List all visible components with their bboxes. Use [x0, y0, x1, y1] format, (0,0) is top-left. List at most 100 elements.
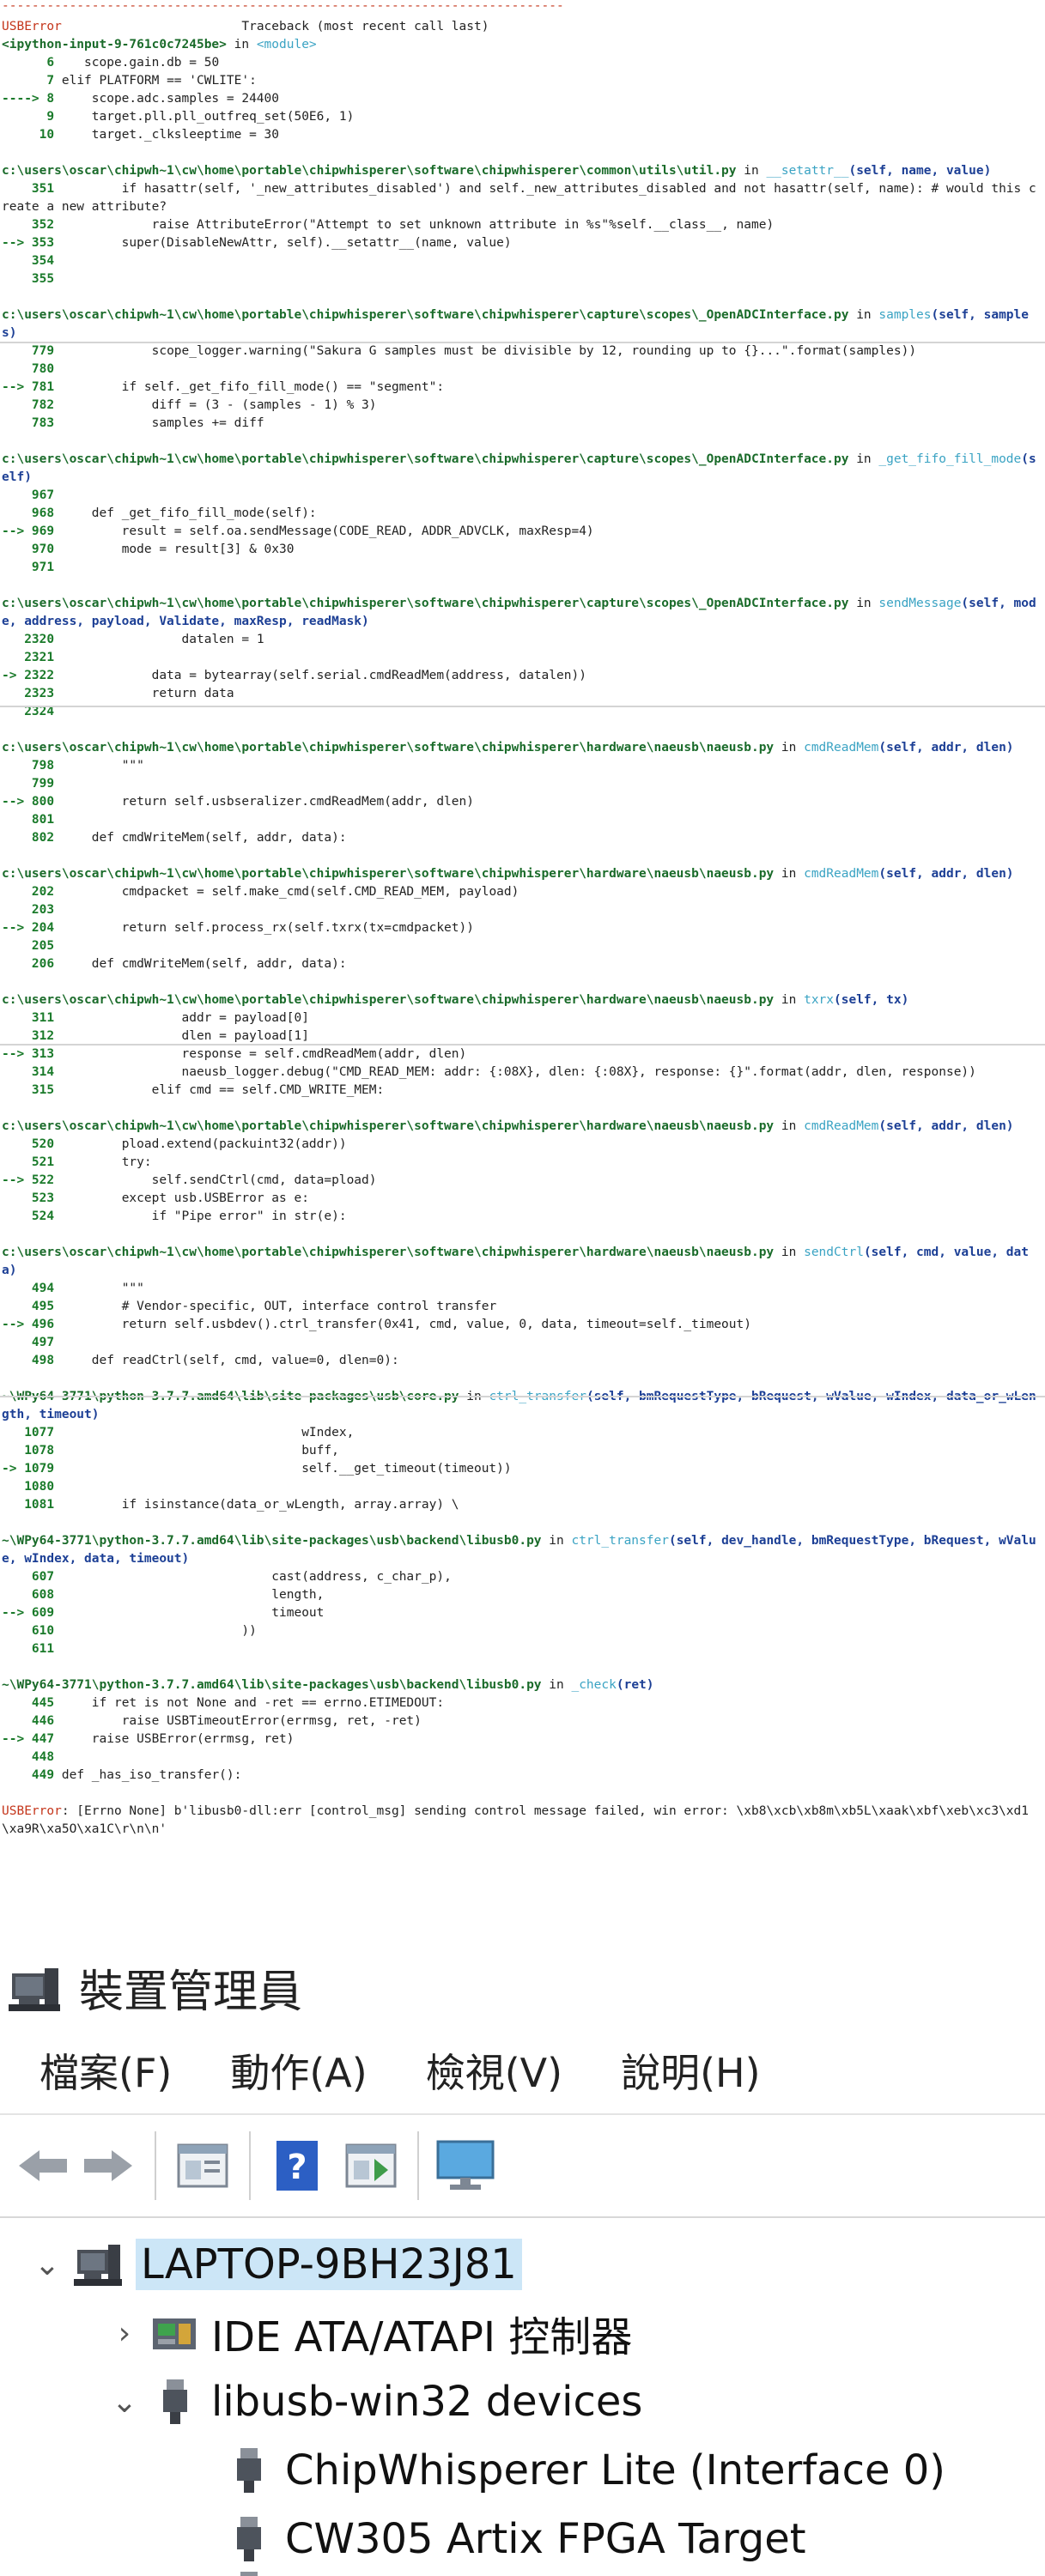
- line-number: 608: [2, 1588, 55, 1602]
- in-keyword: in: [774, 993, 805, 1007]
- code-text: scope.adc.samples = 24400: [54, 92, 280, 106]
- properties-icon[interactable]: [172, 2136, 234, 2196]
- frame-location: c:\users\oscar\chipwh~1\cw\home\portable…: [0, 1244, 1045, 1280]
- error-name: USBError: [2, 20, 62, 33]
- menu-view[interactable]: 檢視(V): [425, 2050, 563, 2096]
- line-number: 312: [2, 1029, 55, 1043]
- code-line: 798 """: [0, 757, 1045, 775]
- toolbar-separator: [155, 2131, 156, 2200]
- window-title: 裝置管理員: [79, 1966, 303, 2018]
- menu-action[interactable]: 動作(A): [230, 2050, 368, 2096]
- blank-line: [0, 1785, 1045, 1803]
- code-text: buff,: [54, 1444, 339, 1458]
- tree-item-ide-controllers[interactable]: › IDE ATA/ATAPI 控制器: [103, 2300, 633, 2366]
- code-line: 10 target._clksleeptime = 30: [0, 126, 1045, 144]
- code-line: -> 2322 data = bytearray(self.serial.cmd…: [0, 667, 1045, 685]
- code-line: 351 if hasattr(self, '_new_attributes_di…: [0, 180, 1045, 216]
- traceback-output: ----------------------------------------…: [0, 0, 1045, 1836]
- tree-device-partial: [232, 2568, 266, 2576]
- update-driver-icon[interactable]: [340, 2136, 402, 2196]
- line-number: 2320: [2, 633, 55, 646]
- code-text: length,: [54, 1588, 325, 1602]
- code-line: 783 samples += diff: [0, 415, 1045, 433]
- device-label: ChipWhisperer Lite (Interface 0): [285, 2446, 946, 2494]
- frame-function: ctrl_transfer: [571, 1534, 669, 1548]
- frame-function: sendMessage: [878, 597, 962, 610]
- frame-function: cmdReadMem: [804, 867, 879, 881]
- blank-line: [0, 721, 1045, 739]
- line-number: 520: [2, 1137, 55, 1151]
- header-gap: [62, 20, 242, 33]
- tree-device-chipwhisperer-lite[interactable]: ChipWhisperer Lite (Interface 0): [232, 2438, 945, 2503]
- device-manager-icon: [9, 1968, 60, 2011]
- tree-device-cw305-target[interactable]: CW305 Artix FPGA Target: [232, 2506, 806, 2572]
- code-line: 970 mode = result[3] & 0x30: [0, 541, 1045, 559]
- frame-location: c:\users\oscar\chipwh~1\cw\home\portable…: [0, 451, 1045, 487]
- frame-args: (self, samples): [2, 308, 1029, 340]
- line-number: 354: [2, 254, 55, 268]
- code-text: return self.usbdev().ctrl_transfer(0x41,…: [54, 1318, 751, 1331]
- code-text: target.pll.pll_outfreq_set(50E6, 1): [54, 110, 355, 124]
- frame-args: (self, bmRequestType, bRequest, wValue, …: [2, 1390, 1036, 1421]
- code-text: super(DisableNewAttr, self).__setattr__(…: [54, 236, 512, 250]
- code-text: data = bytearray(self.serial.cmdReadMem(…: [54, 669, 586, 682]
- in-keyword: in: [774, 741, 805, 755]
- ide-controller-icon: [153, 2318, 196, 2349]
- chevron-down-icon[interactable]: ⌄: [33, 2246, 61, 2282]
- code-text: return self.process_rx(self.txrx(tx=cmdp…: [54, 921, 474, 935]
- code-line: 498 def readCtrl(self, cmd, value=0, dle…: [0, 1352, 1045, 1370]
- code-line: 971: [0, 559, 1045, 577]
- blank-line: [0, 1658, 1045, 1676]
- menu-bar: 檔案(F) 動作(A) 檢視(V) 說明(H): [0, 2027, 1045, 2113]
- code-line: 799: [0, 775, 1045, 793]
- frame-file: c:\users\oscar\chipwh~1\cw\home\portable…: [2, 452, 849, 466]
- line-number: 315: [2, 1083, 55, 1097]
- menu-help[interactable]: 說明(H): [621, 2050, 761, 2096]
- frame-file: ~\WPy64-3771\python-3.7.7.amd64\lib\site…: [2, 1678, 542, 1692]
- line-number: 1077: [2, 1426, 55, 1440]
- code-line: 314 naeusb_logger.debug("CMD_READ_MEM: a…: [0, 1064, 1045, 1082]
- line-number: 6: [2, 56, 55, 70]
- code-line: --> 313 response = self.cmdReadMem(addr,…: [0, 1046, 1045, 1064]
- device-manager-window: 裝置管理員 檔案(F) 動作(A) 檢視(V) 說明(H) ? ⌄: [0, 1942, 1045, 2576]
- code-text: )): [54, 1624, 257, 1638]
- code-line: -> 1079 self.__get_timeout(timeout)): [0, 1460, 1045, 1478]
- blank-line: [0, 433, 1045, 451]
- forward-arrow-icon[interactable]: [77, 2136, 139, 2196]
- in-keyword: in: [774, 867, 805, 881]
- tree-item-libusb-devices[interactable]: ⌄ libusb-win32 devices: [103, 2369, 642, 2434]
- line-number: 352: [2, 218, 55, 232]
- chevron-right-icon[interactable]: ›: [118, 2315, 131, 2351]
- toolbar: ?: [0, 2113, 1045, 2218]
- frame-file: c:\users\oscar\chipwh~1\cw\home\portable…: [2, 993, 775, 1007]
- frame-args: (ret): [616, 1678, 654, 1692]
- line-number: 799: [2, 777, 55, 791]
- line-number: 10: [2, 128, 55, 142]
- code-text: cmdpacket = self.make_cmd(self.CMD_READ_…: [54, 885, 519, 899]
- monitor-icon[interactable]: [434, 2136, 496, 2196]
- menu-file[interactable]: 檔案(F): [39, 2050, 173, 2096]
- line-number: 611: [2, 1642, 55, 1656]
- line-number: 780: [2, 362, 55, 376]
- frame-file: c:\users\oscar\chipwh~1\cw\home\portable…: [2, 741, 775, 755]
- tree-computer-node[interactable]: ⌄ LAPTOP-9BH23J81: [26, 2232, 522, 2297]
- frame-file: c:\users\oscar\chipwh~1\cw\home\portable…: [2, 597, 849, 610]
- back-arrow-icon[interactable]: [12, 2136, 74, 2196]
- line-number: 1081: [2, 1498, 55, 1512]
- frame-function: cmdReadMem: [804, 1119, 879, 1133]
- window-title-bar: 裝置管理員: [7, 1957, 303, 2018]
- code-line: 355: [0, 270, 1045, 288]
- line-number: 967: [2, 488, 55, 502]
- code-line: 448: [0, 1749, 1045, 1767]
- help-icon[interactable]: ?: [266, 2136, 328, 2196]
- code-line: 494 """: [0, 1280, 1045, 1298]
- final-error-name: USBError: [2, 1804, 62, 1818]
- code-line: 311 addr = payload[0]: [0, 1009, 1045, 1027]
- code-text: """: [54, 759, 144, 773]
- code-text: if ret is not None and -ret == errno.ETI…: [54, 1696, 445, 1710]
- code-line: 1078 buff,: [0, 1442, 1045, 1460]
- frame-file: ~\WPy64-3771\python-3.7.7.amd64\lib\site…: [2, 1534, 542, 1548]
- chevron-down-icon[interactable]: ⌄: [111, 2384, 138, 2420]
- line-number: 351: [2, 182, 55, 196]
- code-line: 967: [0, 487, 1045, 505]
